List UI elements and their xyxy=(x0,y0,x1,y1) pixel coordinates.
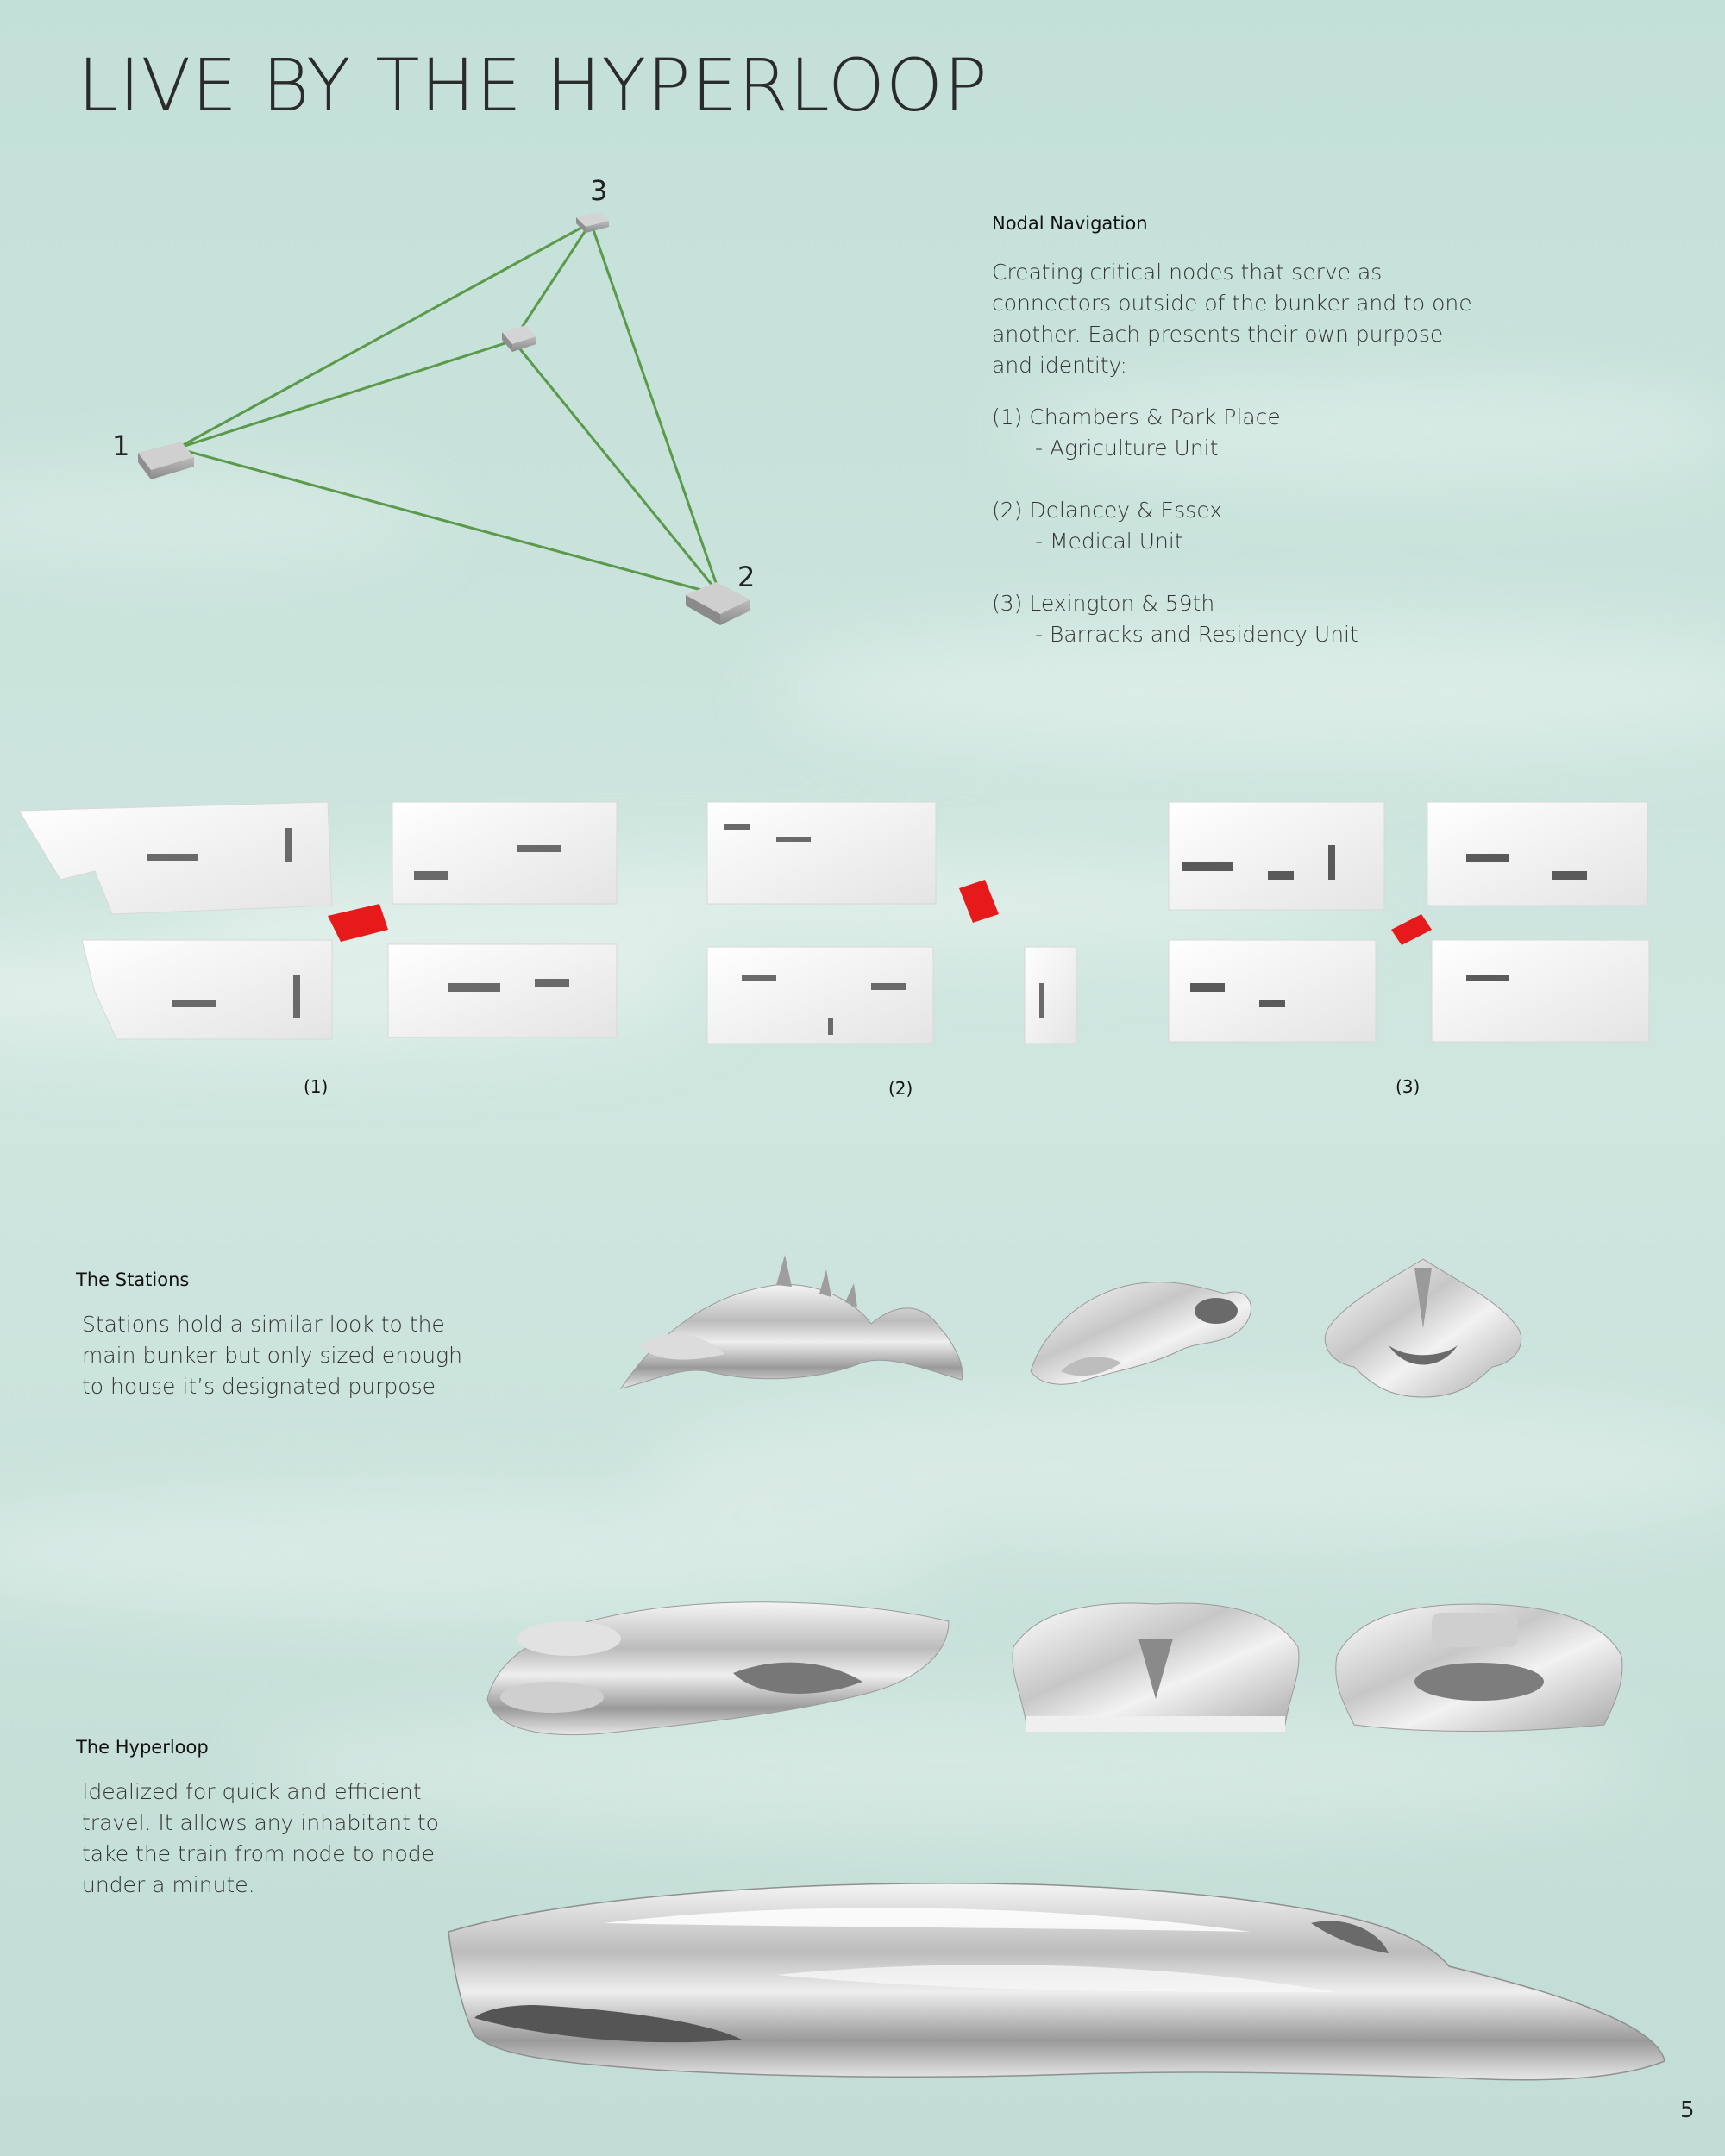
hyperloop-body-line: take the train from node to node xyxy=(82,1841,436,1866)
stations-body-line: to house it’s designated purpose xyxy=(82,1374,436,1399)
link-1-2 xyxy=(176,447,721,597)
hyperloop-heading: The Hyperloop xyxy=(76,1737,209,1758)
node-label-2: 2 xyxy=(737,561,756,593)
hyperloop-body-line: travel. It allows any inhabitant to xyxy=(82,1810,439,1835)
link-3-2 xyxy=(589,222,722,596)
hyperloop-large-render xyxy=(448,1883,1665,2081)
site-marker-3 xyxy=(1391,914,1432,945)
node-center-station xyxy=(502,325,536,352)
node-network-diagram xyxy=(138,212,750,625)
hyperloop-body-line: under a minute. xyxy=(82,1872,255,1897)
site-plan-3 xyxy=(1168,801,1650,1043)
node-item-2: (2) Delancey & Essex - Medical Unit xyxy=(992,495,1475,557)
node-item-unit: - Medical Unit xyxy=(1035,529,1183,554)
station-render-side xyxy=(619,1255,963,1389)
station-render-front xyxy=(1324,1258,1522,1398)
page-title: LIVE BY THE HYPERLOOP xyxy=(78,43,988,128)
node-list: (1) Chambers & Park Place - Agriculture … xyxy=(992,402,1475,650)
nodal-intro: Creating critical nodes that serve as co… xyxy=(992,257,1475,381)
hyperloop-body: Idealized for quick and efficient travel… xyxy=(82,1777,479,1901)
site-plan-1 xyxy=(18,801,618,1040)
stations-body: Stations hold a similar look to the main… xyxy=(82,1309,479,1402)
node-item-unit: - Agriculture Unit xyxy=(1035,436,1219,461)
node-1-station xyxy=(138,442,194,479)
node-item-3: (3) Lexington & 59th - Barracks and Resi… xyxy=(992,588,1475,650)
hyperloop-render-rear xyxy=(1335,1603,1623,1732)
node-label-3: 3 xyxy=(590,174,608,207)
page-number: 5 xyxy=(1680,2097,1695,2123)
stations-body-line: main bunker but only sized enough xyxy=(82,1343,462,1368)
site-marker-1 xyxy=(328,904,388,942)
plan-label-3: (3) xyxy=(1396,1076,1421,1097)
node-item-label: (1) Chambers & Park Place xyxy=(992,404,1281,429)
site-plans xyxy=(18,801,1650,1044)
link-1-3 xyxy=(176,221,592,450)
node-item-label: (3) Lexington & 59th xyxy=(992,591,1215,616)
node-item-1: (1) Chambers & Park Place - Agriculture … xyxy=(992,402,1475,464)
node-item-unit: - Barracks and Residency Unit xyxy=(1035,622,1358,647)
link-1-center xyxy=(176,339,514,450)
link-center-3 xyxy=(511,222,593,342)
nodal-intro-line: and identity: xyxy=(992,353,1127,378)
plan-label-1: (1) xyxy=(304,1076,329,1097)
site-marker-2 xyxy=(959,880,999,923)
nodal-heading: Nodal Navigation xyxy=(992,213,1148,234)
nodal-intro-line: another. Each presents their own purpose xyxy=(992,322,1444,347)
hyperloop-render-front xyxy=(1012,1602,1300,1732)
stations-body-line: Stations hold a similar look to the xyxy=(82,1312,445,1337)
site-plan-2 xyxy=(706,801,1077,1044)
station-renders xyxy=(619,1255,1522,1398)
plan-label-2: (2) xyxy=(888,1078,913,1099)
hyperloop-render-side xyxy=(486,1601,950,1736)
link-center-2 xyxy=(511,340,722,596)
hyperloop-renders xyxy=(486,1601,1623,1736)
node-item-label: (2) Delancey & Essex xyxy=(992,498,1222,523)
station-render-angle xyxy=(1030,1282,1251,1385)
nodal-intro-line: connectors outside of the bunker and to … xyxy=(992,291,1472,316)
stations-heading: The Stations xyxy=(76,1269,190,1290)
hyperloop-body-line: Idealized for quick and efficient xyxy=(82,1779,422,1804)
nodal-intro-line: Creating critical nodes that serve as xyxy=(992,260,1383,285)
node-3-station xyxy=(576,212,609,233)
node-label-1: 1 xyxy=(112,429,130,462)
node-2-station xyxy=(686,582,750,625)
